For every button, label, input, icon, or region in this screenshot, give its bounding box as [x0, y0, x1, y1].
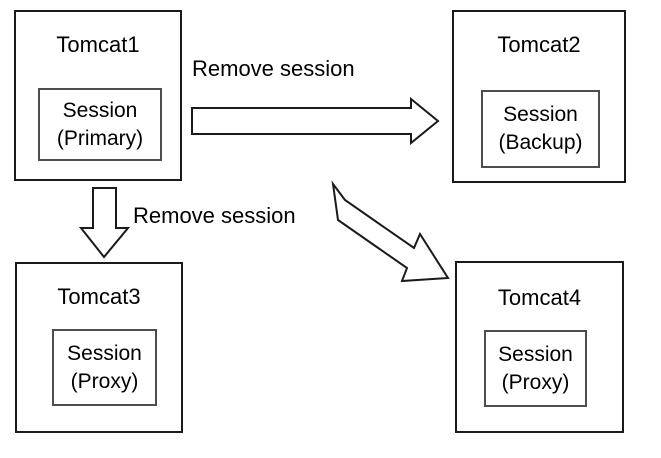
node-tomcat3-session-label: Session: [67, 341, 142, 365]
node-tomcat3-session-role: (Proxy): [70, 369, 139, 393]
node-tomcat3-session-box[interactable]: Session (Proxy): [52, 329, 157, 406]
node-tomcat2-session-label: Session: [503, 103, 578, 126]
node-tomcat2[interactable]: Tomcat2 Session (Backup): [452, 10, 626, 183]
node-tomcat3[interactable]: Tomcat3 Session (Proxy): [15, 262, 183, 433]
edge-label-remove-session-vertical: Remove session: [133, 203, 296, 228]
node-tomcat1-session-box[interactable]: Session (Primary): [38, 88, 162, 161]
node-tomcat2-session-box[interactable]: Session (Backup): [481, 90, 600, 168]
node-tomcat4-session-label: Session: [498, 342, 573, 366]
node-tomcat2-title: Tomcat2: [497, 32, 581, 57]
node-tomcat3-title: Tomcat3: [57, 284, 141, 309]
arrow-right-icon: [191, 96, 440, 146]
node-tomcat2-session-role: (Backup): [498, 131, 583, 154]
edge-label-remove-session-horizontal: Remove session: [192, 56, 355, 81]
node-tomcat4-session-role: (Proxy): [501, 370, 570, 394]
node-tomcat1-session-role: (Primary): [56, 126, 144, 150]
node-tomcat4-title: Tomcat4: [497, 285, 582, 310]
arrow-down-right-icon: [331, 180, 450, 283]
node-tomcat4-session-box[interactable]: Session (Proxy): [484, 330, 587, 407]
node-tomcat4[interactable]: Tomcat4 Session (Proxy): [455, 261, 624, 433]
node-tomcat1-session-label: Session: [62, 98, 138, 122]
node-tomcat1[interactable]: Tomcat1 Session (Primary): [14, 10, 182, 181]
arrow-down-icon: [78, 187, 131, 259]
node-tomcat1-title: Tomcat1: [56, 32, 140, 57]
